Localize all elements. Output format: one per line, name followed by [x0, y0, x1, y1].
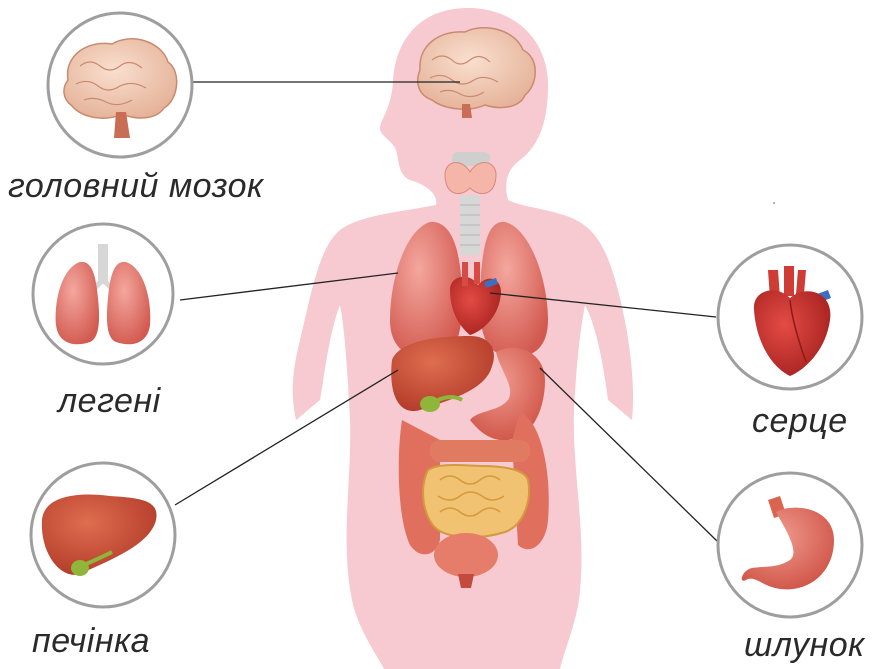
lungs-circle: [33, 224, 173, 364]
label-brain: головний мозок: [8, 167, 264, 206]
label-liver: печінка: [32, 622, 150, 661]
label-stomach: шлунок: [744, 626, 865, 665]
brain-circle: [48, 13, 192, 157]
label-heart: серце: [752, 402, 848, 441]
heart-circle: [718, 245, 862, 389]
label-lungs: легені: [58, 382, 161, 421]
stomach-circle: [718, 473, 862, 617]
dot-mark: [773, 202, 775, 204]
liver-circle: [31, 463, 175, 607]
